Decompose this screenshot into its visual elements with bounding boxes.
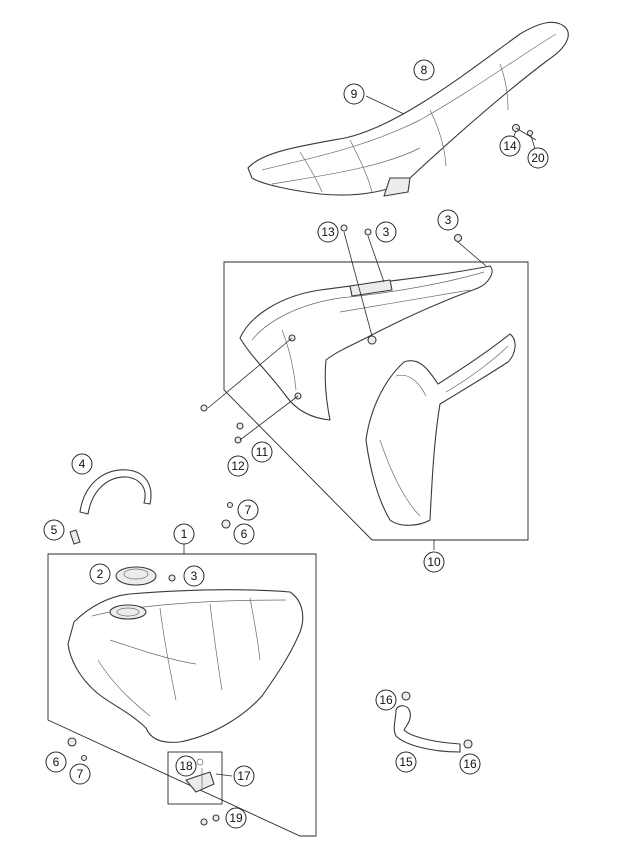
callout-15: 15	[395, 751, 417, 773]
svg-text:19: 19	[229, 811, 243, 825]
fuel-hose	[393, 705, 461, 753]
svg-text:2: 2	[97, 567, 104, 581]
svg-text:3: 3	[191, 569, 198, 583]
seat-screw	[511, 123, 537, 141]
svg-text:6: 6	[53, 755, 60, 769]
callout-14: 14	[499, 135, 521, 157]
fuel-pump	[185, 758, 215, 793]
hose-clamp	[463, 739, 473, 749]
callout-8: 8	[413, 59, 435, 81]
svg-text:5: 5	[51, 523, 58, 537]
svg-text:16: 16	[379, 693, 393, 707]
fuel-tank	[67, 589, 304, 743]
svg-text:20: 20	[531, 151, 545, 165]
right-side-cover	[365, 333, 516, 526]
seat	[247, 21, 569, 197]
svg-text:14: 14	[503, 139, 517, 153]
left-side-cover	[239, 265, 493, 421]
callout-19: 19	[225, 807, 247, 829]
callout-2: 2	[89, 563, 111, 585]
svg-text:10: 10	[427, 555, 441, 569]
svg-text:6: 6	[241, 527, 248, 541]
callout-3b: 3	[437, 209, 459, 231]
svg-text:3: 3	[383, 225, 390, 239]
hose-clamp	[401, 691, 411, 701]
callout-17: 17	[233, 765, 255, 787]
pump-screws	[200, 814, 220, 826]
callout-7a: 7	[237, 499, 259, 521]
svg-text:8: 8	[421, 63, 428, 77]
callout-3a: 3	[375, 221, 397, 243]
svg-text:11: 11	[256, 445, 269, 459]
svg-text:7: 7	[245, 503, 252, 517]
screws-and-nuts	[67, 224, 463, 762]
callout-20: 20	[527, 147, 549, 169]
svg-text:18: 18	[179, 759, 193, 773]
svg-text:15: 15	[399, 755, 413, 769]
side-cover-frame	[223, 261, 529, 541]
svg-text:12: 12	[231, 459, 245, 473]
callout-6a: 6	[233, 523, 255, 545]
svg-text:7: 7	[77, 767, 84, 781]
svg-text:3: 3	[445, 213, 452, 227]
callout-10: 10	[423, 551, 445, 573]
callout-16a: 16	[375, 689, 397, 711]
leader-lines	[183, 95, 539, 777]
svg-text:9: 9	[351, 87, 358, 101]
svg-text:16: 16	[463, 757, 477, 771]
svg-text:13: 13	[321, 225, 335, 239]
callout-4: 4	[71, 453, 93, 475]
hose-clip	[69, 529, 81, 545]
callout-16b: 16	[459, 753, 481, 775]
callout-3c: 3	[183, 565, 205, 587]
callout-13: 13	[317, 221, 339, 243]
callout-6b: 6	[45, 751, 67, 773]
callout-7b: 7	[69, 763, 91, 785]
callout-1: 1	[173, 523, 195, 545]
vent-hose	[79, 469, 152, 515]
callout-9: 9	[343, 83, 365, 105]
callout-5: 5	[43, 519, 65, 541]
svg-text:4: 4	[79, 457, 86, 471]
svg-text:1: 1	[181, 527, 188, 541]
fuel-cap	[115, 566, 157, 586]
fuel-pump-frame	[167, 751, 223, 805]
callout-12: 12	[227, 455, 249, 477]
callout-11: 11	[251, 441, 273, 463]
callout-18: 18	[175, 755, 197, 777]
svg-text:17: 17	[237, 769, 251, 783]
fuel-tank-frame	[47, 553, 317, 837]
